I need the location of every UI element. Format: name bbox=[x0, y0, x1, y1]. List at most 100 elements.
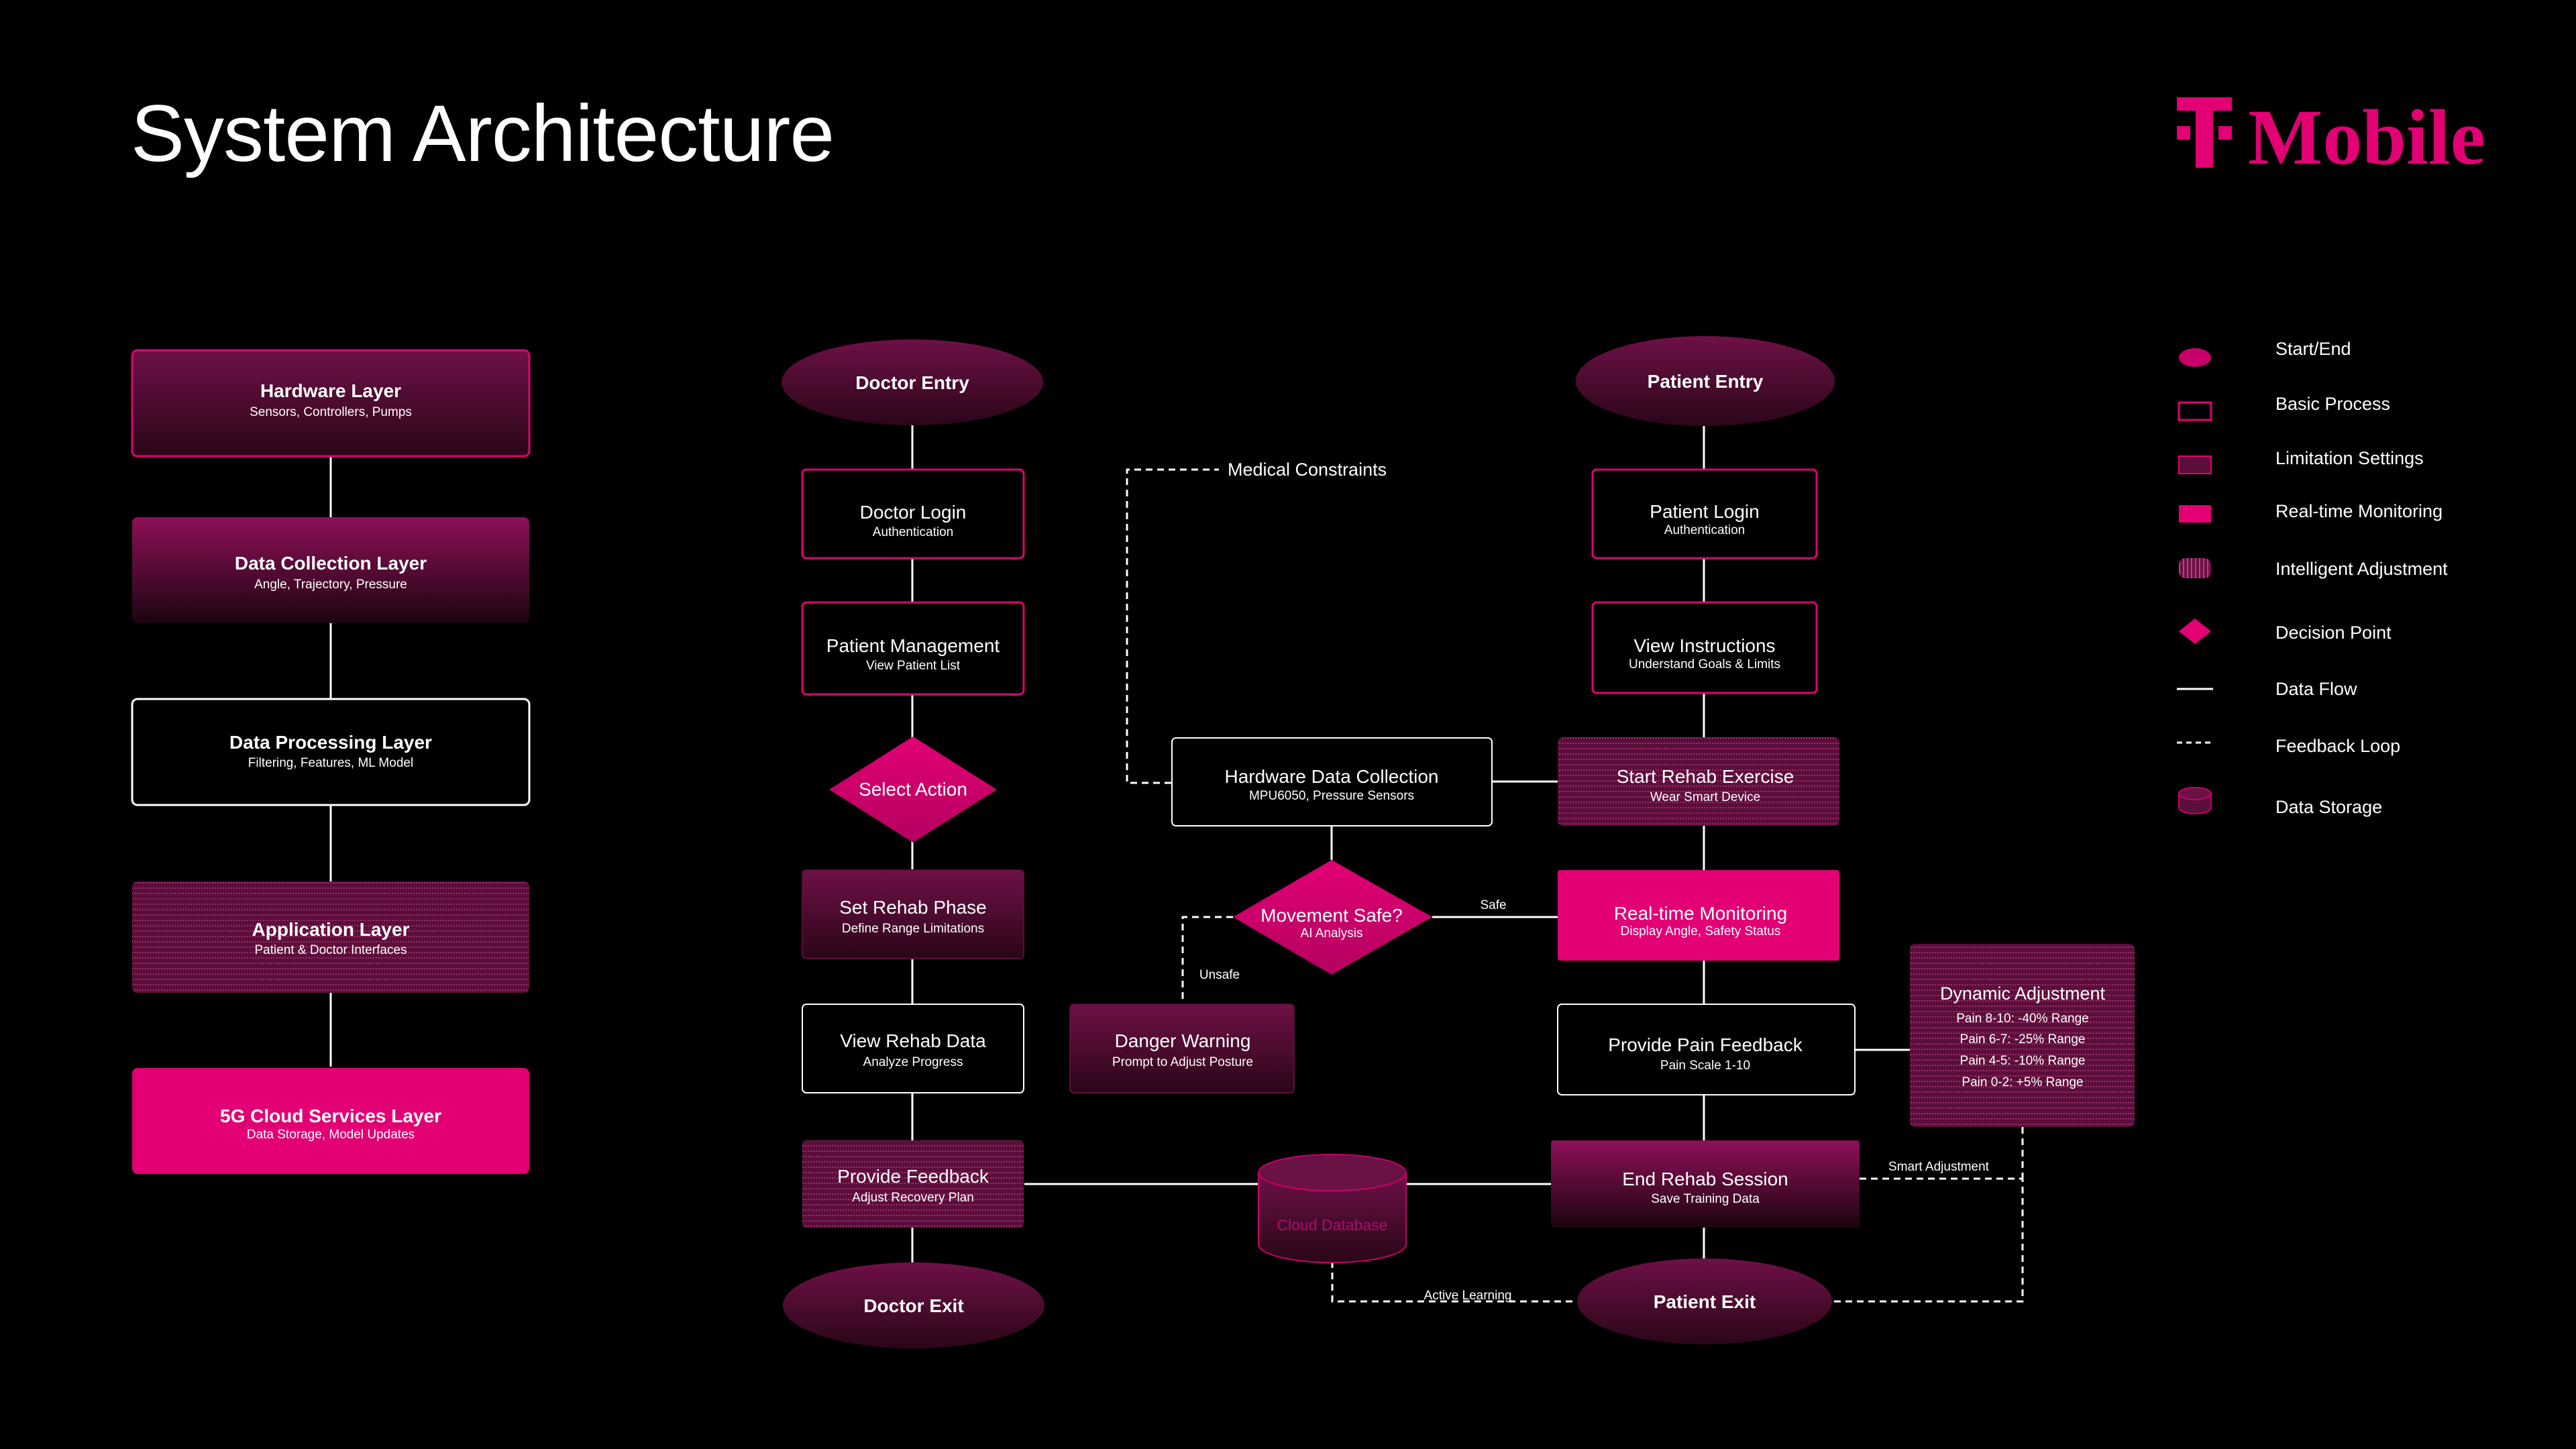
layer-title: Data Collection Layer bbox=[235, 553, 427, 574]
node-title: Hardware Data Collection bbox=[1224, 766, 1438, 787]
edge-label-medical: Medical Constraints bbox=[1228, 460, 1387, 480]
node-label: Patient Exit bbox=[1654, 1291, 1756, 1312]
select-action-decision: Select Action bbox=[829, 737, 997, 843]
patient-management: Patient Management View Patient List bbox=[801, 601, 1025, 696]
node-subtitle: Display Angle, Safety Status bbox=[1621, 924, 1781, 938]
view-rehab-data: View Rehab Data Analyze Progress bbox=[802, 1004, 1024, 1093]
legend-item-intelligent: Intelligent Adjustment bbox=[2179, 558, 2448, 579]
node-subtitle: Understand Goals & Limits bbox=[1629, 657, 1780, 672]
legend-label: Feedback Loop bbox=[2275, 736, 2400, 756]
node-title: Patient Management bbox=[826, 635, 1000, 656]
adjustment-line: Pain 8-10: -40% Range bbox=[1956, 1012, 2089, 1026]
unsafe-loop bbox=[1181, 916, 1233, 1004]
legend-label: Data Storage bbox=[2275, 797, 2382, 817]
node-subtitle: Authentication bbox=[1664, 523, 1745, 537]
adjustment-line: Pain 4-5: -10% Range bbox=[1960, 1054, 2086, 1068]
legend-item-limitation: Limitation Settings bbox=[2178, 448, 2424, 474]
node-label: Doctor Exit bbox=[863, 1295, 963, 1316]
logo-dot-right bbox=[2218, 126, 2232, 140]
smart-adjustment-loop bbox=[1832, 1177, 2024, 1303]
node-title: End Rehab Session bbox=[1622, 1169, 1788, 1189]
node-subtitle: View Patient List bbox=[866, 659, 961, 673]
node-title: Set Rehab Phase bbox=[839, 897, 987, 918]
node-subtitle: Analyze Progress bbox=[863, 1055, 963, 1069]
node-subtitle: AI Analysis bbox=[1301, 926, 1363, 941]
layer-subtitle: Angle, Trajectory, Pressure bbox=[254, 578, 407, 592]
legend-label: Real-time Monitoring bbox=[2275, 501, 2443, 521]
legend-label: Start/End bbox=[2275, 339, 2351, 359]
node-title: Danger Warning bbox=[1115, 1030, 1251, 1051]
layer-title: Application Layer bbox=[252, 919, 410, 940]
node-title: View Rehab Data bbox=[840, 1030, 986, 1051]
layer-data-collection: Data Collection Layer Angle, Trajectory,… bbox=[132, 517, 529, 623]
logo-dot-left bbox=[2177, 126, 2190, 140]
layer-subtitle: Filtering, Features, ML Model bbox=[248, 756, 413, 770]
node-label: Select Action bbox=[859, 779, 967, 800]
node-subtitle: Save Training Data bbox=[1651, 1192, 1760, 1206]
node-label: Patient Entry bbox=[1648, 371, 1764, 392]
hardware-data-collection: Hardware Data Collection MPU6050, Pressu… bbox=[1171, 737, 1493, 826]
patient-entry: Patient Entry bbox=[1576, 336, 1835, 426]
set-rehab-phase: Set Rehab Phase Define Range Limitations bbox=[802, 869, 1024, 959]
legend-label: Decision Point bbox=[2275, 623, 2392, 643]
doctor-entry: Doctor Entry bbox=[782, 339, 1043, 425]
view-instructions: View Instructions Understand Goals & Lim… bbox=[1591, 601, 1818, 694]
doctor-exit: Doctor Exit bbox=[783, 1263, 1044, 1348]
legend-item-basic-process: Basic Process bbox=[2178, 394, 2390, 421]
legend-label: Data Flow bbox=[2275, 679, 2357, 699]
node-subtitle: Define Range Limitations bbox=[842, 922, 984, 936]
edge-label-smart: Smart Adjustment bbox=[1888, 1160, 1990, 1174]
node-title: Provide Pain Feedback bbox=[1608, 1034, 1803, 1055]
node-label: Cloud Database bbox=[1277, 1216, 1388, 1234]
layer-title: Hardware Layer bbox=[260, 380, 401, 401]
medical-constraints-loop bbox=[1126, 468, 1219, 784]
layer-subtitle: Patient & Doctor Interfaces bbox=[254, 943, 407, 957]
real-time-monitoring: Real-time Monitoring Display Angle, Safe… bbox=[1558, 870, 1839, 961]
doctor-provide-feedback: Provide Feedback Adjust Recovery Plan bbox=[802, 1140, 1024, 1228]
start-rehab-exercise: Start Rehab Exercise Wear Smart Device bbox=[1558, 737, 1839, 826]
layer-stack: Hardware Layer Sensors, Controllers, Pum… bbox=[131, 349, 531, 1174]
node-title: Movement Safe? bbox=[1260, 905, 1403, 926]
logo-t-stem bbox=[2196, 97, 2213, 168]
legend-item-decision: Decision Point bbox=[2179, 619, 2392, 644]
layer-application: Application Layer Patient & Doctor Inter… bbox=[132, 881, 529, 993]
end-rehab-session: End Rehab Session Save Training Data bbox=[1551, 1140, 1860, 1228]
patient-login: Patient Login Authentication bbox=[1591, 468, 1818, 559]
legend-item-start-end: Start/End bbox=[2179, 339, 2351, 367]
legend-label: Basic Process bbox=[2275, 394, 2390, 414]
node-label: Doctor Entry bbox=[855, 372, 969, 393]
edge-label-active: Active Learning bbox=[1424, 1289, 1512, 1303]
provide-pain-feedback: Provide Pain Feedback Pain Scale 1-10 bbox=[1557, 1004, 1856, 1095]
cloud-database: Cloud Database bbox=[1258, 1154, 1407, 1263]
node-title: Dynamic Adjustment bbox=[1940, 983, 2106, 1004]
node-subtitle: Prompt to Adjust Posture bbox=[1112, 1055, 1253, 1069]
node-title: Real-time Monitoring bbox=[1614, 903, 1787, 924]
adjustment-line: Pain 6-7: -25% Range bbox=[1960, 1032, 2086, 1046]
legend-label: Limitation Settings bbox=[2275, 448, 2424, 468]
node-title: Doctor Login bbox=[860, 502, 967, 523]
node-subtitle: Pain Scale 1-10 bbox=[1660, 1059, 1750, 1073]
logo-wordmark: Mobile bbox=[2248, 94, 2485, 174]
edge-label-safe: Safe bbox=[1480, 898, 1506, 912]
layer-subtitle: Sensors, Controllers, Pumps bbox=[250, 405, 412, 419]
legend: Start/End Basic Process Limitation Setti… bbox=[2177, 339, 2448, 817]
layer-hardware: Hardware Layer Sensors, Controllers, Pum… bbox=[131, 349, 531, 458]
dynamic-adjustment: Dynamic Adjustment Pain 8-10: -40% Range… bbox=[1910, 944, 2135, 1127]
layer-subtitle: Data Storage, Model Updates bbox=[247, 1128, 415, 1142]
node-title: Start Rehab Exercise bbox=[1617, 766, 1794, 787]
node-subtitle: MPU6050, Pressure Sensors bbox=[1249, 789, 1414, 803]
layer-title: 5G Cloud Services Layer bbox=[220, 1106, 441, 1126]
node-title: Provide Feedback bbox=[837, 1166, 989, 1187]
node-subtitle: Wear Smart Device bbox=[1650, 790, 1760, 804]
edge-label-unsafe: Unsafe bbox=[1199, 968, 1240, 982]
layer-title: Data Processing Layer bbox=[229, 732, 432, 753]
doctor-login: Doctor Login Authentication bbox=[801, 468, 1025, 559]
active-learning-loop bbox=[1331, 1261, 1576, 1303]
patient-exit: Patient Exit bbox=[1577, 1258, 1832, 1344]
movement-safe-decision: Movement Safe? AI Analysis bbox=[1233, 860, 1432, 975]
node-subtitle: Adjust Recovery Plan bbox=[852, 1191, 974, 1205]
layer-data-processing: Data Processing Layer Filtering, Feature… bbox=[131, 698, 531, 806]
node-title: Patient Login bbox=[1650, 501, 1759, 522]
feedback-loops bbox=[1126, 468, 2024, 1303]
